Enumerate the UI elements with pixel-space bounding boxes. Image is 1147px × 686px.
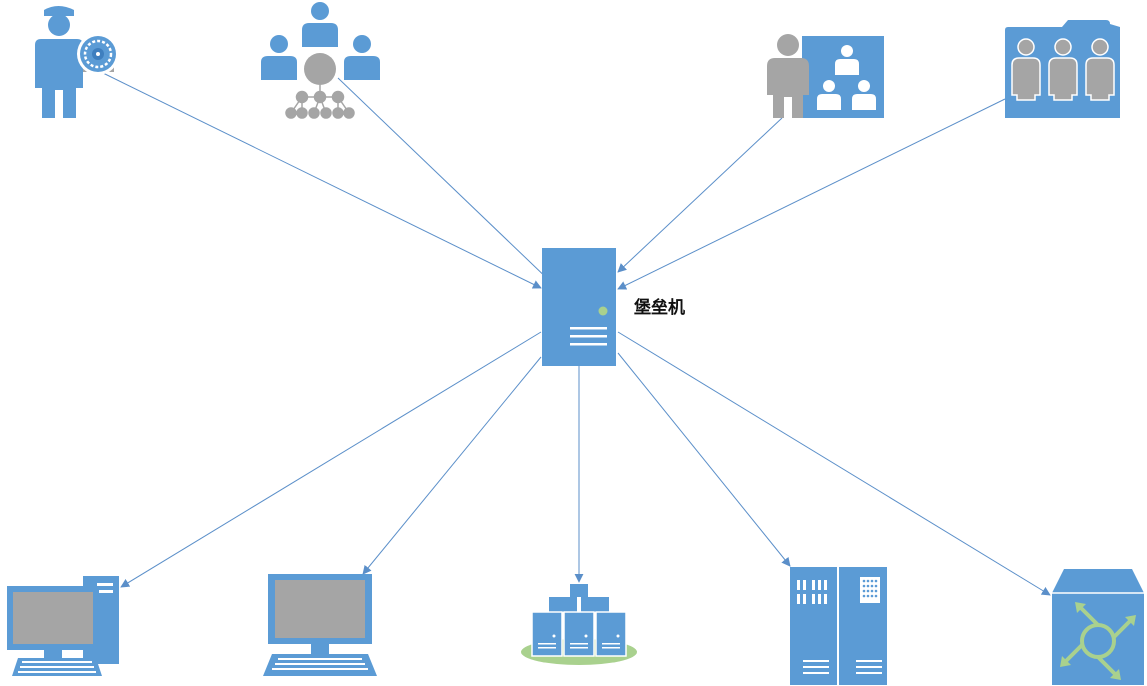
connector-desktop-pc [120,331,542,588]
connector-storage-rack [617,352,791,567]
server-tower-icon[interactable] [542,248,616,366]
org-hierarchy-people-icon[interactable] [261,2,380,119]
connector-network-switch [617,331,1051,596]
hub-label: 堡垒机 [634,297,685,318]
desktop-computer-icon[interactable] [7,576,119,676]
server-cluster-icon[interactable] [521,584,637,665]
rack-cabinet-icon[interactable] [790,567,887,685]
connector-presenter [617,117,783,273]
security-guard-lock-icon[interactable] [35,6,119,118]
connector-security-admin [102,72,542,289]
network-switch-icon[interactable] [1052,569,1144,685]
connectors [102,72,1051,596]
presenter-board-icon[interactable] [767,34,884,118]
connector-org-group [337,77,579,309]
connector-monitor-pc [362,356,542,575]
connector-user-group [617,98,1006,290]
user-group-folder-icon[interactable] [1005,20,1120,118]
monitor-keyboard-icon[interactable] [263,574,377,676]
